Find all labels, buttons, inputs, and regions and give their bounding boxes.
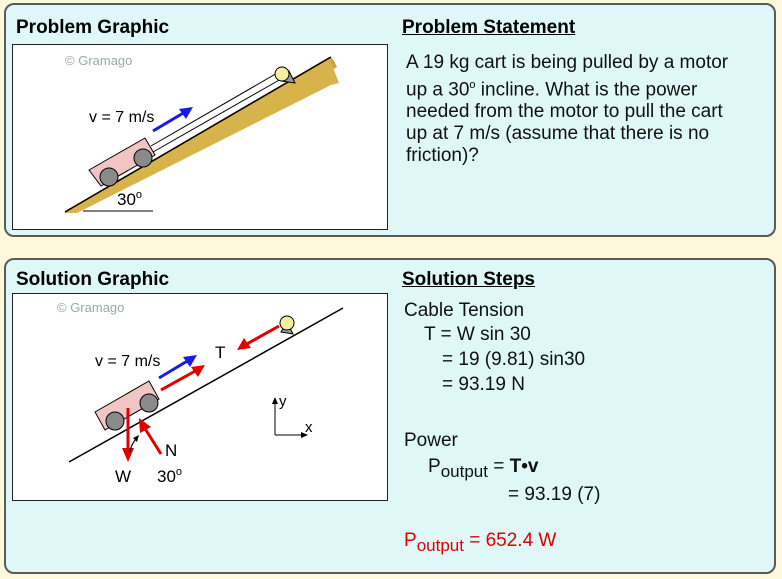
tension-arrow-shaft [160,368,198,392]
problem-statement: A 19 kg cart is being pulled by a motor … [406,52,728,167]
incline-shade [65,57,339,213]
statement-line-2: up a 30o incline. What is the power [406,79,698,101]
cable-lower [152,78,282,153]
result: Poutput = 652.4 W [404,530,557,555]
solution-graphic-heading: Solution Graphic [16,269,170,290]
solution-figure: © Gramago v = 7 m/s T W N 30o y x [12,293,388,501]
velocity-arrow-shaft [158,358,190,380]
velocity-label: v = 7 m/s [95,353,160,370]
statement-line-5: friction)? [406,145,479,167]
tension-eq-1: T = W sin 30 [424,324,531,345]
problem-statement-heading: Problem Statement [402,17,576,38]
pulley [274,66,290,82]
x-axis-label: x [305,419,313,436]
statement-line-3: needed from the motor to pull the cart [406,101,723,123]
pulley-tension-shaft [244,324,280,347]
problem-diagram: v = 7 m/s 30o © Gramago [64,53,339,213]
normal-arrow-head [139,418,151,433]
tension-label: T [215,343,225,362]
incline-line [68,307,344,463]
cable-tension-title: Cable Tension [404,300,525,321]
problem-panel: Problem Graphic Problem Statement v = 7 … [4,3,776,237]
problem-figure: v = 7 m/s 30o © Gramago [12,44,388,230]
watermark: © Gramago [65,53,132,68]
angle-arc-head [133,435,139,442]
statement-line-4: up at 7 m/s (assume that there is no [406,123,710,145]
solution-steps-heading: Solution Steps [402,269,535,290]
solution-diagram: © Gramago v = 7 m/s T W N 30o y x [57,300,344,486]
pulley-tension-head [237,338,251,350]
power-eq-2: = 93.19 (7) [508,484,601,505]
tension-eq-2: = 19 (9.81) sin30 [442,349,586,370]
cart-wheel-front [139,393,159,413]
velocity-arrow-head [179,107,193,119]
statement-line-1: A 19 kg cart is being pulled by a motor [406,52,729,73]
weight-arrow-head [122,448,134,462]
power-title: Power [404,430,458,451]
y-axis-label: y [279,393,287,410]
x-axis-head [301,432,308,438]
angle-label: 30o [117,189,142,209]
cart-wheel-front [133,148,153,168]
solution-panel: Solution Graphic Solution Steps [4,258,776,574]
weight-label: W [115,467,131,486]
velocity-arrow-shaft [152,110,186,133]
watermark: © Gramago [57,300,124,315]
angle-label: 30o [157,466,182,486]
velocity-arrow-head [183,355,197,367]
pulley [279,315,295,331]
normal-arrow-shaft [142,426,163,455]
normal-label: N [165,441,177,460]
y-axis-head [272,397,278,404]
power-eq-1: Poutput = T•v [428,456,539,481]
cable [150,71,280,147]
cart-wheel-rear [105,411,125,431]
problem-graphic-heading: Problem Graphic [16,17,170,38]
cart-wheel-rear [99,167,119,187]
tension-eq-3: = 93.19 N [442,374,525,395]
tension-arrow-head [191,365,205,377]
velocity-label: v = 7 m/s [89,109,154,126]
